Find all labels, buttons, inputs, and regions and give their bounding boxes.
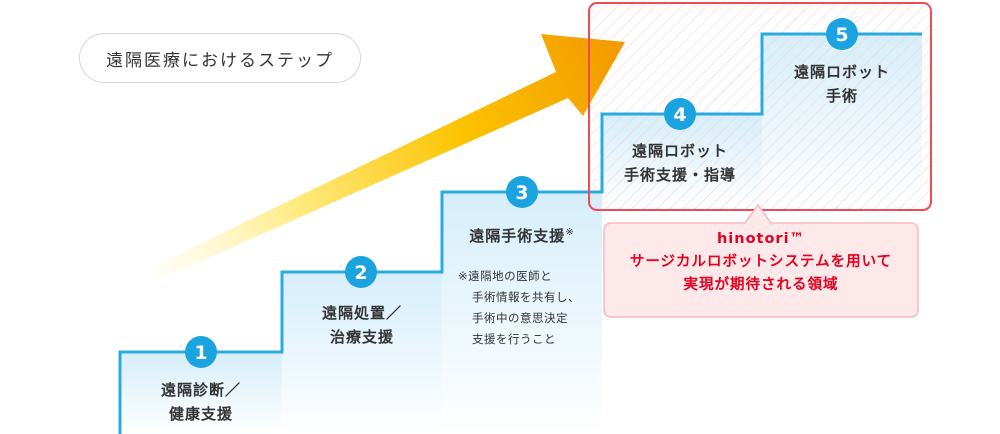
step-2-number: 2: [354, 262, 367, 284]
step-1-label: 遠隔診断／ 健康支援: [125, 378, 277, 426]
step-5-badge: [826, 18, 858, 50]
footnote-line-3: 手術中の意思決定: [472, 311, 568, 325]
highlight-hatch: [589, 3, 931, 210]
footnote-line-2: 手術情報を共有し、: [472, 290, 580, 304]
callout-line-2: 実現が期待される領域: [683, 277, 839, 293]
step-1-label-line-2: 健康支援: [168, 405, 233, 423]
step-5-number: 5: [835, 24, 848, 46]
step-3-number: 3: [515, 182, 528, 204]
step-1-number: 1: [194, 342, 207, 364]
callout-line-1: サージカルロボットシステムを用いて: [629, 254, 893, 270]
step-2-label-line-1: 遠隔処置／: [321, 304, 402, 322]
callout-text: hinotori™ サージカルロボットシステムを用いて 実現が期待される領域: [604, 228, 918, 297]
step-1-badge: [185, 336, 217, 368]
step-1-label-line-1: 遠隔診断／: [160, 381, 241, 399]
step-4-label-line-2: 手術支援・指導: [623, 166, 736, 184]
step-2-badge: [345, 256, 377, 288]
step-4-number: 4: [673, 104, 686, 126]
step-5-label: 遠隔ロボット 手術: [767, 60, 917, 108]
step-3-label-line-1: 遠隔手術支援: [469, 227, 566, 245]
callout-bubble: [603, 203, 919, 318]
step-3-note-mark: ※: [565, 227, 575, 238]
footnote-line-1: ※遠隔地の医師と: [458, 269, 553, 283]
step-4-badge: [664, 98, 696, 130]
step-3-label: 遠隔手術支援※: [447, 221, 597, 248]
footnote-line-4: 支援を行うこと: [472, 332, 556, 346]
staircase-line: [118, 32, 922, 434]
page-title: 遠隔医療におけるステップ: [79, 33, 361, 83]
step-4-label-line-1: 遠隔ロボット: [631, 142, 728, 160]
step-3-badge: [506, 176, 538, 208]
step-badges: 1 2 3 4 5: [185, 18, 858, 368]
step-5-label-line-1: 遠隔ロボット: [793, 63, 890, 81]
step-3-footnote: ※遠隔地の医師と 手術情報を共有し、 手術中の意思決定 支援を行うこと: [458, 266, 580, 350]
step-5-label-line-2: 手術: [825, 87, 858, 105]
step-2-block: [282, 272, 442, 434]
callout-brand: hinotori™: [716, 231, 806, 247]
growth-arrow: [150, 34, 625, 282]
step-3-block: [442, 192, 602, 434]
step-2-label-line-2: 治療支援: [329, 328, 394, 346]
step-4-label: 遠隔ロボット 手術支援・指導: [605, 139, 755, 187]
step-2-label: 遠隔処置／ 治療支援: [287, 301, 437, 349]
